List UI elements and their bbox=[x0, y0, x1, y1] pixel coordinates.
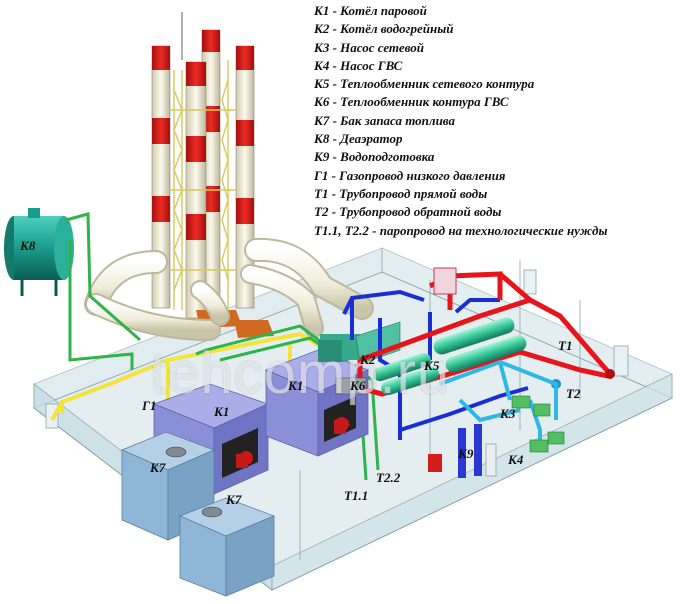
chimney-stacks bbox=[151, 12, 274, 338]
label-t11: Т1.1 bbox=[344, 488, 369, 503]
deaerator-dome bbox=[28, 208, 40, 218]
label-k5: К5 bbox=[424, 358, 440, 373]
label-k1-left: К1 bbox=[214, 404, 230, 419]
hx-stand bbox=[335, 377, 367, 395]
salt-tank bbox=[485, 443, 497, 477]
chimney-band bbox=[186, 62, 206, 86]
legend-item: К8 - Деаэратор bbox=[314, 131, 403, 147]
pump-k4 bbox=[547, 431, 565, 445]
chimney-band bbox=[236, 120, 254, 146]
chimney-band bbox=[202, 30, 220, 52]
legend-item: К6 - Теплообменник контура ГВС bbox=[314, 94, 509, 110]
control-cabinet bbox=[428, 454, 442, 472]
chimney-band bbox=[202, 186, 220, 212]
chimney-band bbox=[236, 198, 254, 224]
legend-item: Г1 - Газопровод низкого давления bbox=[314, 167, 506, 183]
dhw-pipes bbox=[439, 359, 558, 444]
label-t2: Т2 bbox=[566, 386, 581, 401]
pump-k3 bbox=[533, 403, 551, 417]
boiler-door bbox=[222, 428, 258, 478]
deaerator-k8 bbox=[4, 208, 74, 296]
label-k7-left: К7 bbox=[150, 460, 166, 475]
heat-exchanger-k6 bbox=[373, 352, 431, 382]
filter-column bbox=[458, 428, 466, 478]
label-g1: Г1 bbox=[142, 398, 157, 413]
legend-item: К4 - Насос ГВС bbox=[314, 57, 403, 73]
door bbox=[613, 345, 629, 377]
pump-k3 bbox=[511, 395, 531, 409]
watermark: tehcomp.ru bbox=[150, 341, 451, 406]
legend-item: Т1 - Трубопровод прямой воды bbox=[314, 185, 488, 201]
legend-item: К2 - Котёл водогрейный bbox=[314, 21, 454, 37]
tank-hatch bbox=[165, 446, 187, 458]
chimney-lattice bbox=[170, 60, 236, 310]
burner-fan bbox=[334, 420, 346, 434]
heat-exchanger-k6 bbox=[381, 366, 439, 396]
label-t22: Т2.2 bbox=[376, 470, 401, 485]
heat-exchanger-k5 bbox=[433, 317, 515, 355]
legend-item: Т2 - Трубопровод обратной воды bbox=[314, 204, 502, 220]
label-k7-right: К7 bbox=[226, 492, 242, 507]
legend-item: Т1.1, Т2.2 - паропровод на технологическ… bbox=[314, 222, 608, 238]
chimney-band bbox=[152, 118, 170, 144]
burner-fan bbox=[236, 454, 248, 468]
chimney-band bbox=[152, 46, 170, 70]
chimney-band bbox=[202, 106, 220, 132]
flue-ducts bbox=[84, 237, 374, 341]
chimney-band bbox=[152, 196, 170, 222]
water-treatment-k9 bbox=[428, 424, 497, 478]
legend-item: К7 - Бак запаса топлива bbox=[314, 112, 456, 128]
filter-column bbox=[474, 424, 482, 476]
chimney-band bbox=[236, 46, 254, 70]
legend-item: К3 - Насос сетевой bbox=[314, 39, 424, 55]
chimney-base bbox=[234, 320, 274, 338]
legend: К1 - Котёл паровой К2 - Котёл водогрейны… bbox=[314, 2, 676, 240]
door bbox=[523, 269, 537, 295]
pipe-end bbox=[605, 369, 615, 379]
label-k3: К3 bbox=[500, 406, 516, 421]
label-k1-right: К1 bbox=[288, 378, 304, 393]
label-k9: К9 bbox=[458, 446, 474, 461]
tank-hatch bbox=[201, 506, 223, 518]
label-k8: К8 bbox=[20, 238, 36, 253]
chimney-band bbox=[186, 214, 206, 240]
fuel-tank-k7-right bbox=[178, 497, 276, 597]
legend-item: К9 - Водоподготовка bbox=[314, 149, 435, 165]
chimney-band bbox=[186, 136, 206, 162]
heat-exchanger-k5 bbox=[445, 335, 527, 373]
label-k2: К2 bbox=[360, 352, 376, 367]
heat-exchangers bbox=[335, 317, 527, 396]
label-t1: Т1 bbox=[558, 338, 573, 353]
legend-item: К1 - Котёл паровой bbox=[314, 3, 427, 18]
label-k6: К6 bbox=[350, 378, 366, 393]
legend-item: К5 - Теплообменник сетевого контура bbox=[314, 76, 535, 92]
label-k4: К4 bbox=[508, 452, 524, 467]
fuel-tank-k7-left bbox=[120, 431, 216, 541]
expansion-tank bbox=[318, 340, 342, 362]
pumps bbox=[511, 395, 565, 453]
boiler-k1-right bbox=[264, 349, 370, 457]
pump-k4 bbox=[529, 439, 549, 453]
electrical-panel bbox=[433, 267, 457, 295]
